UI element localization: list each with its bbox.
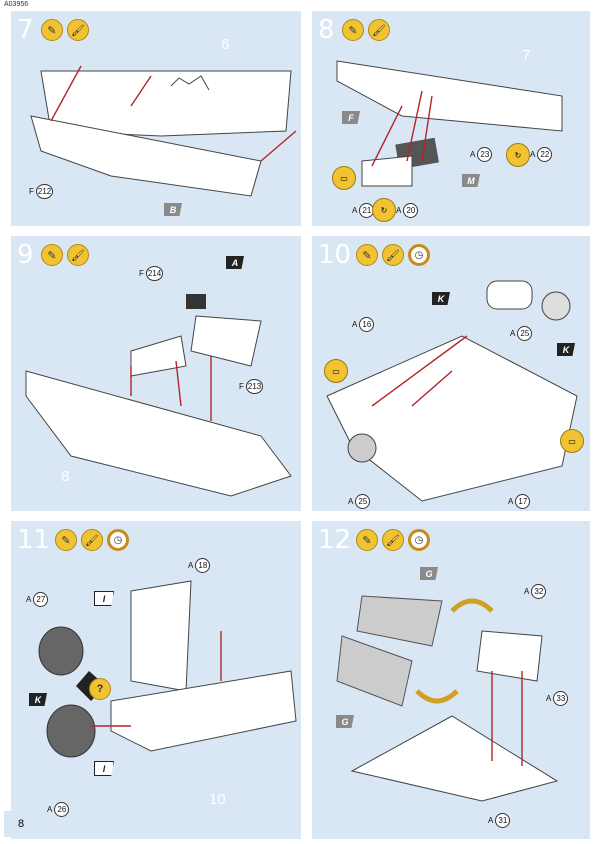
step-12-diagram (336, 595, 559, 802)
flag-K: K (29, 693, 47, 706)
part-label: 8 (61, 468, 70, 485)
part-label: 6 (221, 36, 230, 53)
glue-icon: ✎ (41, 244, 63, 266)
step-7-panel: 7 ✎ 🖌 6 F 212 B (11, 11, 301, 226)
step-11-diagram (38, 580, 297, 758)
glue-icon: ✎ (41, 19, 63, 41)
question-badge: ? (89, 678, 111, 700)
flag-I: I (94, 591, 114, 606)
part-number: 212 (35, 184, 54, 199)
glue-icon: ✎ (356, 244, 378, 266)
flag-F: F (342, 111, 360, 124)
paint-brush-icon: 🖌 (382, 244, 404, 266)
flag-M: M (462, 174, 480, 187)
flag-G: G (336, 715, 354, 728)
paint-brush-icon: 🖌 (368, 19, 390, 41)
step-number: 7 (17, 15, 34, 45)
sprue-letter: F (29, 187, 34, 196)
document-code: A03956 (4, 1, 29, 8)
part-label: 10 (209, 791, 226, 808)
clock-icon: ◷ (408, 244, 430, 266)
glue-icon: ✎ (356, 529, 378, 551)
glue-icon: ✎ (55, 529, 77, 551)
flag-K: K (432, 292, 450, 305)
step-9-diagram (25, 294, 292, 497)
rotate-icon: ↻ (372, 198, 396, 222)
decal-icon: ▭ (324, 359, 348, 383)
clock-icon: ◷ (408, 529, 430, 551)
flag-A: A (226, 256, 244, 269)
step-7-diagram (30, 65, 297, 197)
decal-icon: ▭ (560, 429, 584, 453)
rotate-icon: ↻ (506, 143, 530, 167)
part-label: 7 (522, 47, 531, 64)
step-number: 12 (318, 525, 352, 555)
paint-brush-icon: 🖌 (67, 244, 89, 266)
paint-brush-icon: 🖌 (81, 529, 103, 551)
step-10-diagram (326, 280, 578, 502)
flag-I: I (94, 761, 114, 776)
flag-B: B (164, 203, 182, 216)
clock-icon: ◷ (107, 529, 129, 551)
decal-icon: ▭ (332, 166, 356, 190)
glue-icon: ✎ (342, 19, 364, 41)
page-number: 8 (4, 811, 38, 837)
step-8-diagram (336, 60, 563, 187)
flag-K: K (557, 343, 575, 356)
part-callout: F 212 (29, 184, 54, 199)
step-number: 10 (318, 240, 352, 270)
step-number: 9 (17, 240, 34, 270)
paint-brush-icon: 🖌 (382, 529, 404, 551)
step-number: 11 (17, 525, 51, 555)
step-number: 8 (318, 15, 335, 45)
flag-G: G (420, 567, 438, 580)
paint-brush-icon: 🖌 (67, 19, 89, 41)
